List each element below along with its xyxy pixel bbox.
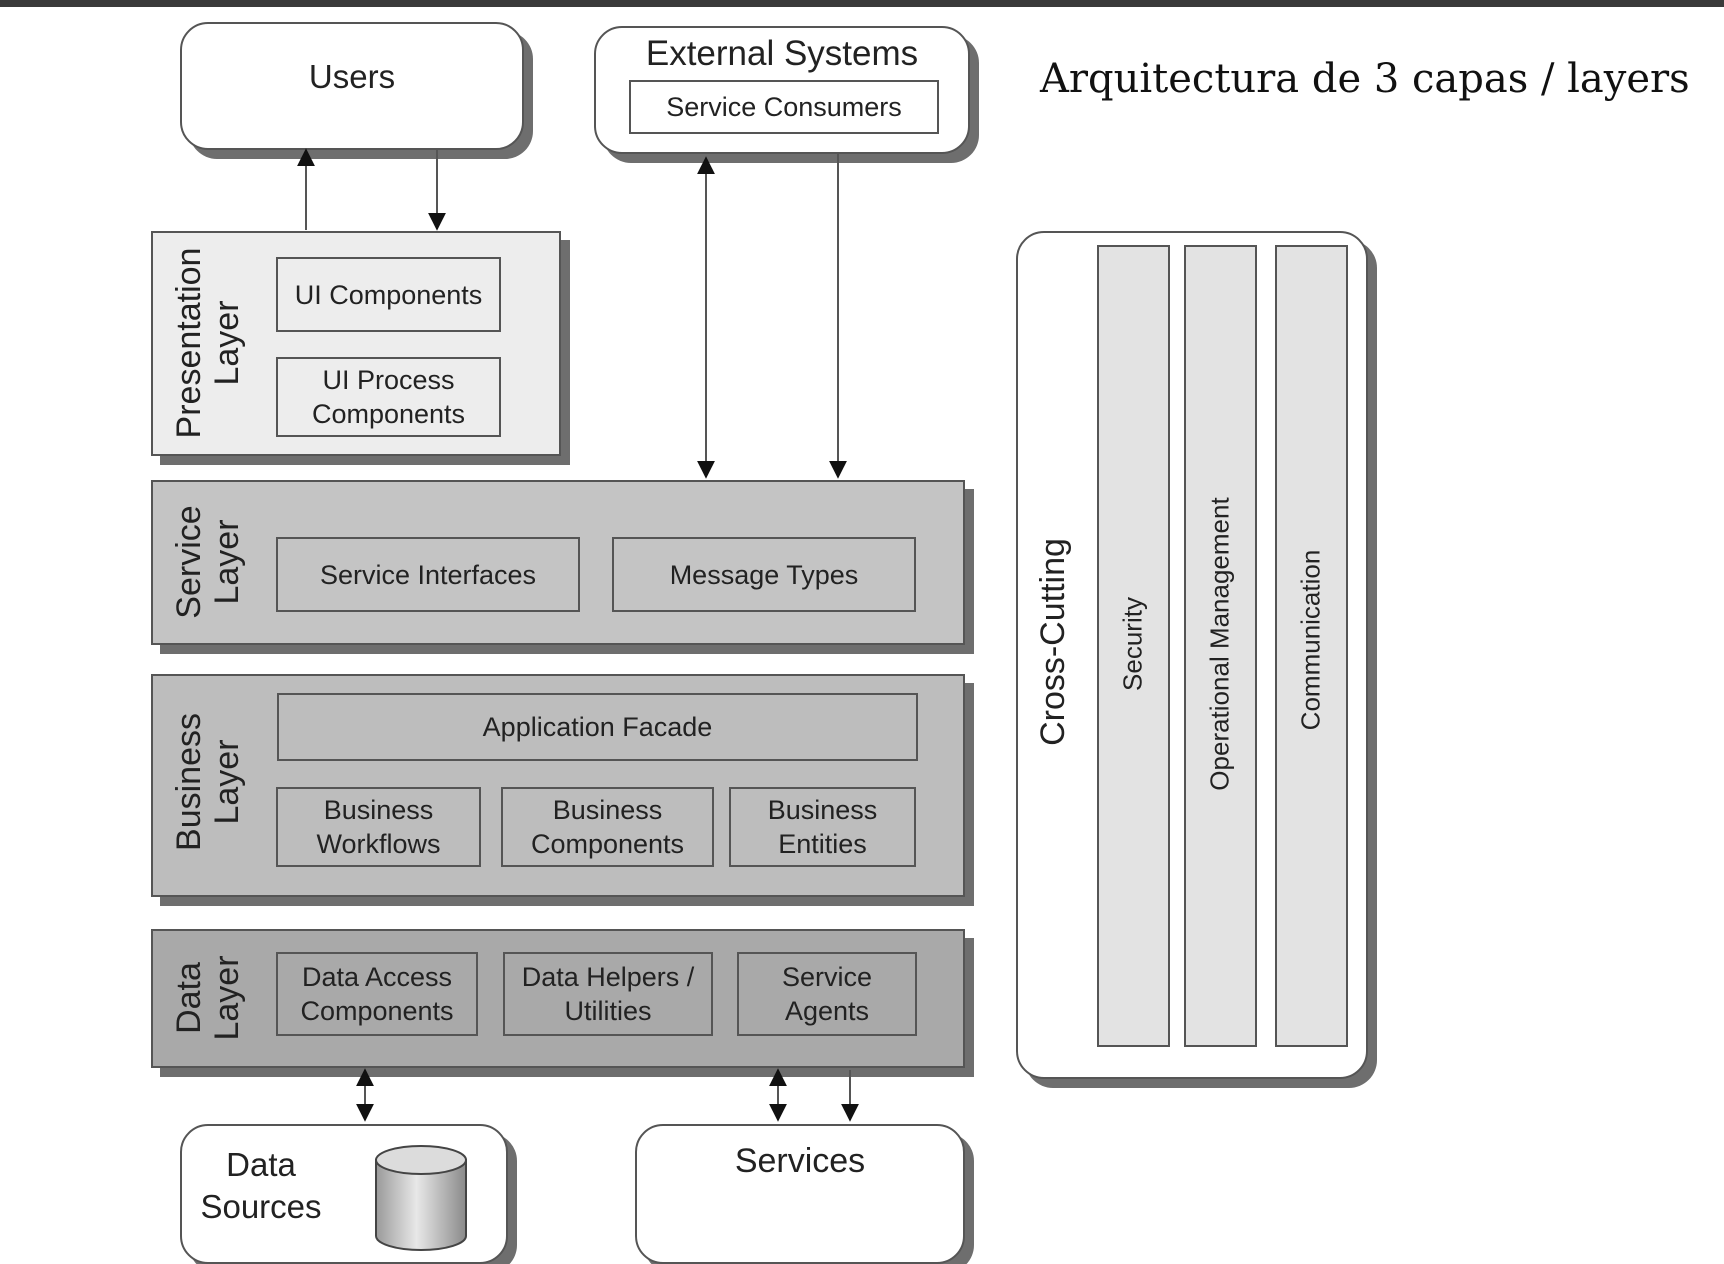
diagram-title: Arquitectura de 3 capas / layers [1040, 56, 1690, 102]
data-access-components-box: Data Access Components [276, 952, 478, 1036]
service-interfaces-box: Service Interfaces [276, 537, 580, 612]
operational-management-label: Operational Management [1204, 497, 1235, 791]
service-consumers-box: Service Consumers [629, 80, 939, 134]
external-systems-box: External Systems Service Consumers [594, 26, 970, 154]
communication-strip [1275, 245, 1348, 1047]
business-workflows-box: Business Workflows [276, 787, 481, 867]
security-strip [1097, 245, 1170, 1047]
users-label: Users [308, 58, 396, 95]
data-layer-label: Data Layer [170, 955, 246, 1041]
external-systems-label: External Systems [645, 34, 919, 73]
service-agents-box: Service Agents [737, 952, 917, 1036]
security-label: Security [1117, 597, 1148, 691]
data-sources-box: Data Sources [180, 1124, 508, 1264]
cross-cutting-label: Cross-Cutting [1034, 538, 1072, 746]
users-box: Users [180, 22, 524, 150]
database-icon [375, 1145, 467, 1251]
ui-components-box: UI Components [276, 257, 501, 332]
application-facade-box: Application Facade [277, 693, 918, 761]
data-helpers-utilities-box: Data Helpers / Utilities [503, 952, 713, 1036]
communication-label: Communication [1295, 549, 1326, 731]
business-layer-label: Business Layer [170, 713, 246, 851]
services-box: Services [635, 1124, 965, 1264]
message-types-box: Message Types [612, 537, 916, 612]
service-layer-label: Service Layer [170, 505, 246, 619]
ui-process-components-box: UI Process Components [276, 357, 501, 437]
data-sources-label: Data Sources [200, 1146, 322, 1225]
operational-management-strip [1184, 245, 1257, 1047]
services-label: Services [734, 1142, 866, 1180]
business-entities-box: Business Entities [729, 787, 916, 867]
top-bar [0, 0, 1724, 7]
presentation-layer-label: Presentation Layer [170, 247, 246, 439]
business-components-box: Business Components [501, 787, 714, 867]
